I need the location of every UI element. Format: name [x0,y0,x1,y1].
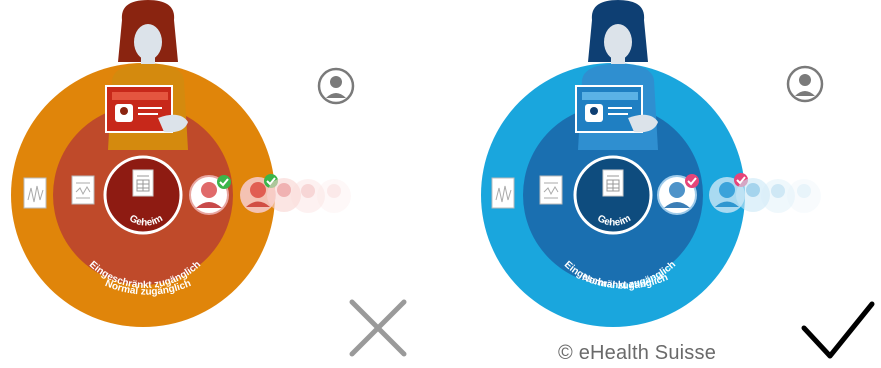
health-professional-icon [787,179,821,213]
checkmark-icon [217,175,231,189]
inner-ring-label: Geheim [595,213,633,229]
health-professional-icon [267,178,301,212]
document-icon [539,175,563,205]
health-professional-icon [736,178,770,212]
health-professional-icon [761,179,795,213]
left-diagram: Geheim Eingeschränkt zugänglich Normal z… [11,0,351,327]
cross-icon [349,299,407,357]
health-professional-icon [291,179,325,213]
health-professional-icon [317,179,351,213]
document-icon [71,175,95,205]
document-icon [491,177,515,209]
checkmark-icon [801,301,875,359]
inner-ring-label: Geheim [127,213,165,229]
document-icon [23,177,47,209]
right-diagram: Geheim Eingeschränkt zugänglich Normal z… [481,0,821,327]
patient-icon [786,65,824,103]
patient-figure [575,0,658,150]
document-icon [602,169,624,197]
patient-icon [317,67,355,105]
patient-figure [105,0,188,150]
document-icon [132,169,154,197]
checkmark-icon [685,174,699,188]
health-professional-icon [657,175,697,215]
copyright-credit: © eHealth Suisse [558,342,717,364]
health-professional-icon [709,177,745,213]
